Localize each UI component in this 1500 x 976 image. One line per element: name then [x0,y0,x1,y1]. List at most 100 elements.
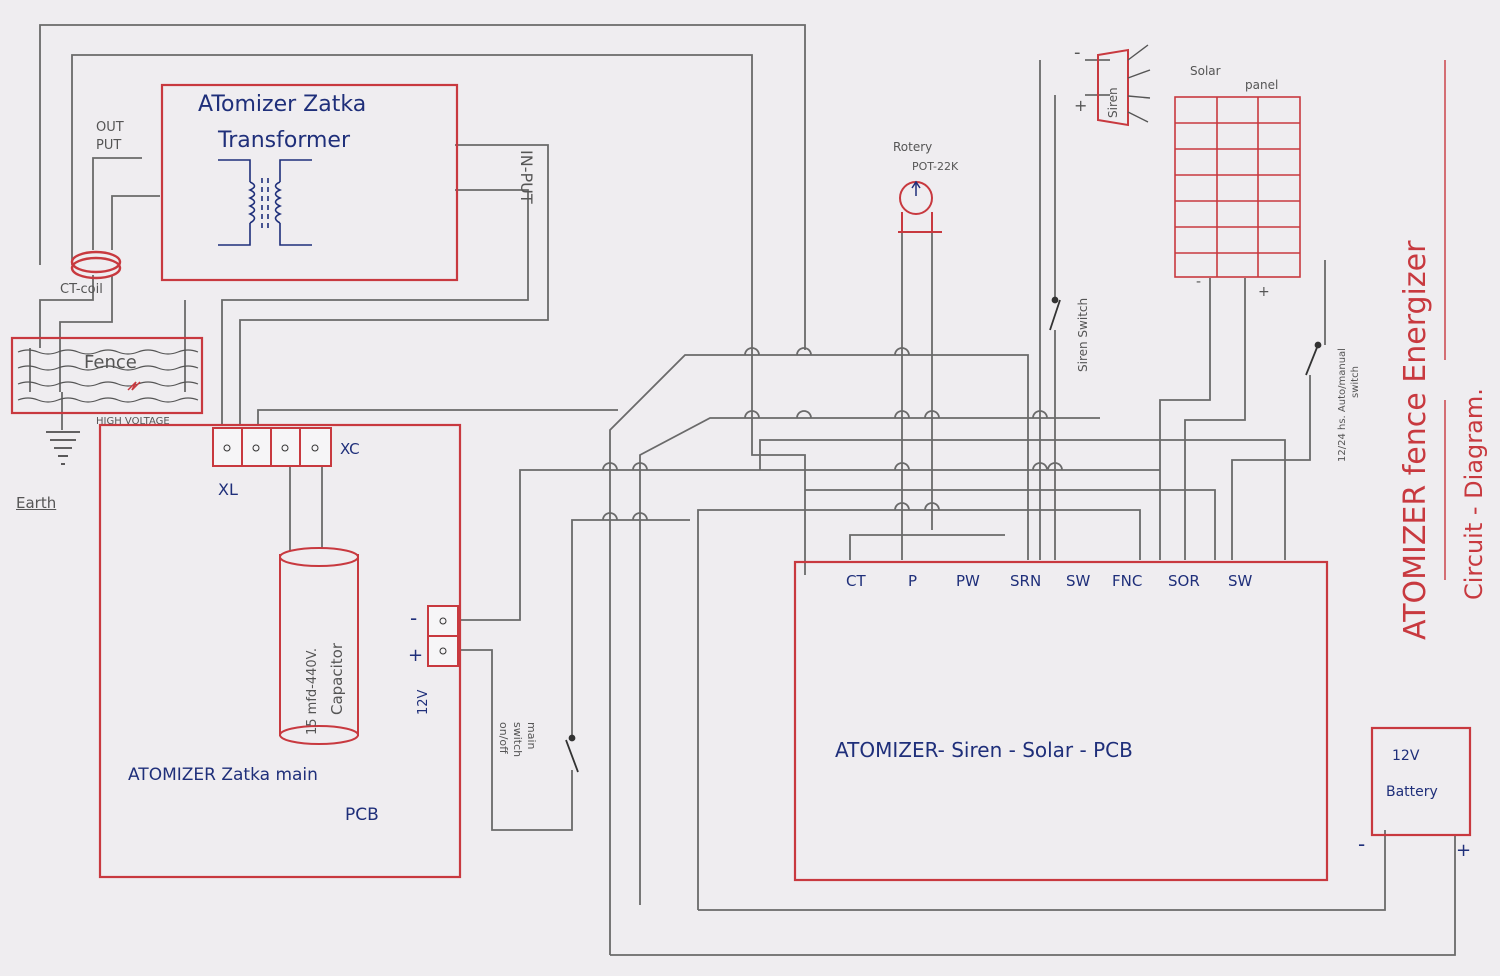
rotary-pot-icon [898,180,942,233]
main-switch-label-line1: main [525,722,538,750]
top-loop-outer-wire [39,24,806,350]
input-wire-b [221,189,529,425]
rotary-pot-label-line1: Rotery [893,140,933,154]
battery-minus-label: - [1358,832,1366,856]
output-wire-b [111,195,160,250]
lightning-icon [127,381,141,391]
ct-pin-wire [849,534,1005,560]
main-pcb-label-line1: ATOMIZER Zatka main [128,765,318,785]
wire-hop [924,410,940,419]
pin-sw-siren: SW [1066,572,1091,590]
siren-solar-pcb-box [793,560,1329,882]
pin-pw: PW [956,572,980,590]
harness-wire-3 [697,509,1141,910]
solar-panel-label-line1: Solar [1190,64,1221,78]
capacitor-rating-label: 15 mfd-440V. [305,647,320,735]
ct-coil-lead-a [39,275,94,348]
output-label-line1: OUT [96,120,124,135]
wire-hop [924,502,940,511]
wire-hop [744,347,760,356]
pin-ct: CT [846,572,866,590]
power-input-terminal [427,605,459,667]
siren-label: Siren [1106,87,1120,118]
siren-switch-label: Siren Switch [1076,297,1090,372]
main-switch-label-line3: on/off [497,722,510,754]
battery-wire-minus [698,830,1386,911]
power-input-voltage-label: 12V [416,689,431,715]
fence-label: Fence [84,352,137,373]
wire-hop [796,410,812,419]
wire-hop [744,410,760,419]
wire-hop [632,512,648,521]
wire-hop [632,462,648,471]
input-label: IN-PUT [517,150,536,204]
pin-sor: SOR [1168,572,1200,590]
wire-hop [602,512,618,521]
harness-wire-2 [639,417,1100,905]
ct-coil-label: CT-coil [60,282,103,297]
battery-box [1370,726,1472,837]
pin-srn: SRN [1010,572,1042,590]
battery-label: Battery [1386,784,1438,800]
power-input-wire-plus [455,649,573,831]
output-wire-a [92,157,142,250]
transformer-title-line2: Transformer [218,128,351,153]
siren-switch-icon [1049,296,1061,331]
auto-switch-label-line2: switch [1350,366,1361,398]
wire-hop [796,347,812,356]
earth-ground-icon [46,431,80,465]
wire-hop [894,347,910,356]
solar-wire-minus [1159,278,1211,560]
battery-plus-label: + [1456,840,1472,861]
wire-hop [894,502,910,511]
solar-panel-icon [1174,96,1301,278]
capacitor-icon [279,547,359,745]
harness-wire-4 [759,439,1286,560]
earth-label: Earth [16,494,57,512]
main-switch-icon [565,734,579,773]
output-label-line2: PUT [96,138,122,153]
pin-p: P [908,572,918,590]
fence-wires-icon [17,349,199,403]
input-wire-a [239,144,549,425]
rotary-pot-label-line2: POT-22K [912,160,959,173]
battery-wire-plus [610,835,1456,956]
siren-icon [1097,44,1151,127]
transformer-title-line1: ATomizer Zatka [198,92,367,117]
pin-fnc: FNC [1112,572,1143,590]
solar-plus-label: + [1258,284,1270,300]
harness-wire-1 [609,354,1029,955]
wire-hop [602,462,618,471]
top-loop-inner-wire [71,54,806,575]
siren-minus-label: - [1074,42,1081,63]
auto-manual-switch-icon [1305,341,1322,376]
diagram-title-line2: Circuit - Diagram. [1460,388,1488,600]
solar-panel-label-line2: panel [1245,78,1279,92]
wire-hop [894,410,910,419]
wire-hop [1032,462,1048,471]
xl-xc-terminal-block [212,427,332,467]
capacitor-label: Capacitor [328,642,346,715]
xl-wire [257,409,618,425]
main-switch-label-line2: switch [511,722,524,758]
auto-switch-label-line1: 12/24 hs. Auto/manual [1337,348,1348,462]
xl-terminal-label: XL [218,480,238,499]
wire-hop [1047,462,1063,471]
transformer-box [160,83,459,282]
siren-plus-label: + [1074,96,1088,115]
high-voltage-label: HIGH VOLTAGE [96,416,170,427]
harness-wire-5 [805,489,1216,560]
power-input-plus-label: + [408,645,424,666]
solar-wire-plus [1184,278,1246,560]
wire-hops [602,347,1063,521]
wires [29,24,1456,956]
fence-box [10,336,204,415]
transformer-symbol [218,159,312,246]
diagram-title-line1: ATOMIZER fence Energizer [1398,240,1433,640]
siren-solar-pcb-label: ATOMIZER- Siren - Solar - PCB [835,738,1133,762]
ct-coil-lead-b [59,275,113,392]
wire-hop [894,462,910,471]
pin-sw-solar: SW [1228,572,1253,590]
power-input-wire-minus [455,469,760,621]
